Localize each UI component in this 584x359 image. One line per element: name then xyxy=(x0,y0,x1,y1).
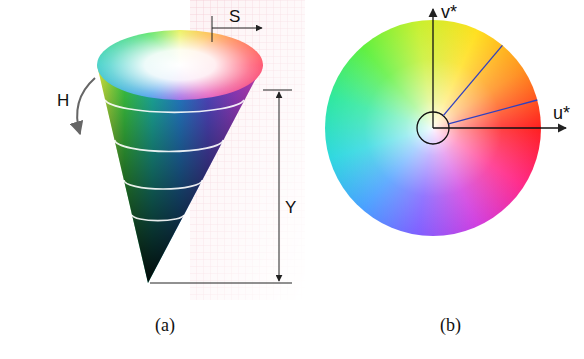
axis-label: v* xyxy=(441,3,457,21)
s-dimension-arrow xyxy=(212,28,262,29)
saturation-label: S xyxy=(229,8,240,25)
cone-top-hue-disc xyxy=(97,30,263,100)
y-dimension-arrow xyxy=(279,92,280,281)
u-axis xyxy=(433,127,566,128)
sector-boundary xyxy=(443,45,502,115)
v-axis xyxy=(432,9,433,128)
sector-boundary xyxy=(449,100,538,124)
s-tick xyxy=(212,16,213,42)
panel-label: (a) xyxy=(155,316,175,334)
achromatic-circle xyxy=(417,112,449,144)
y-tick xyxy=(150,283,292,284)
hue-label: H xyxy=(57,92,69,109)
cone-ring xyxy=(124,180,202,189)
cone-ring xyxy=(115,140,224,151)
cone-ring xyxy=(105,100,244,112)
panel-label: (b) xyxy=(440,316,461,334)
cone-ring xyxy=(132,215,184,221)
luminance-label: Y xyxy=(285,199,296,216)
axis-label: u* xyxy=(553,104,570,122)
y-tick xyxy=(263,90,292,91)
cone-rings xyxy=(105,100,244,221)
hue-rotation-arrow xyxy=(77,78,95,134)
